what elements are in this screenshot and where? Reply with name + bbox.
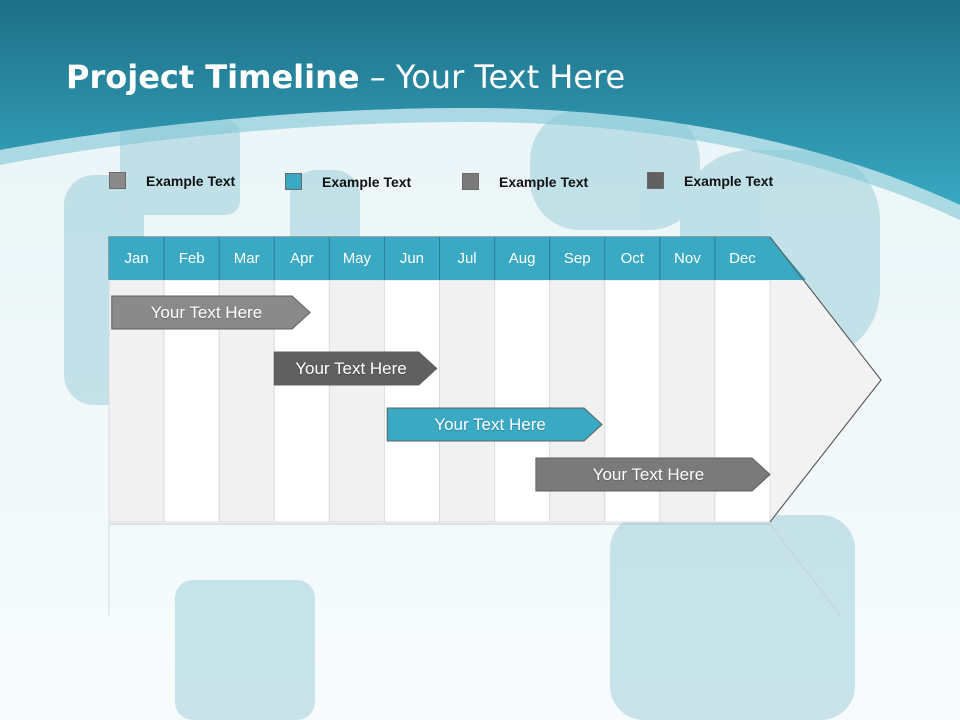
- month-label: May: [342, 250, 372, 267]
- task-arrow: [535, 457, 771, 492]
- month-label: Aug: [508, 250, 536, 267]
- month-label: Sep: [563, 250, 591, 267]
- arrow-head-outline: [769, 236, 882, 523]
- month-column: [328, 279, 385, 523]
- month-column: [439, 279, 496, 523]
- task-label: Your Text Here: [295, 358, 407, 378]
- title-bold: Project Timeline: [66, 58, 360, 96]
- legend-swatch: [285, 173, 302, 190]
- page-title: Project Timeline – Your Text Here: [66, 58, 625, 96]
- task-arrow: [273, 351, 438, 386]
- month-label: Apr: [290, 250, 314, 267]
- legend-label: Example Text: [684, 173, 774, 189]
- task-label: Your Text Here: [434, 414, 546, 434]
- month-label: Jun: [399, 250, 425, 267]
- legend-label: Example Text: [146, 173, 236, 189]
- task-arrow: [111, 295, 311, 330]
- legend-label: Example Text: [499, 174, 589, 190]
- month-label: Jan: [124, 250, 149, 267]
- task-arrow: [386, 407, 603, 442]
- legend-swatch: [462, 173, 479, 190]
- legend-label: Example Text: [322, 174, 412, 190]
- month-label: Mar: [233, 250, 260, 267]
- month-label: Nov: [674, 250, 701, 267]
- reflection-right: [769, 523, 841, 616]
- task-label: Your Text Here: [592, 464, 705, 484]
- legend-swatch: [647, 172, 664, 189]
- month-label: Jul: [457, 250, 477, 267]
- month-label: Oct: [620, 250, 644, 267]
- month-column: [383, 279, 440, 523]
- legend-swatch: [109, 172, 126, 189]
- month-label: Feb: [178, 250, 205, 267]
- month-label: Dec: [729, 250, 756, 267]
- task-label: Your Text Here: [150, 302, 263, 322]
- title-rest: – Your Text Here: [359, 58, 626, 96]
- month-bar: [109, 237, 806, 280]
